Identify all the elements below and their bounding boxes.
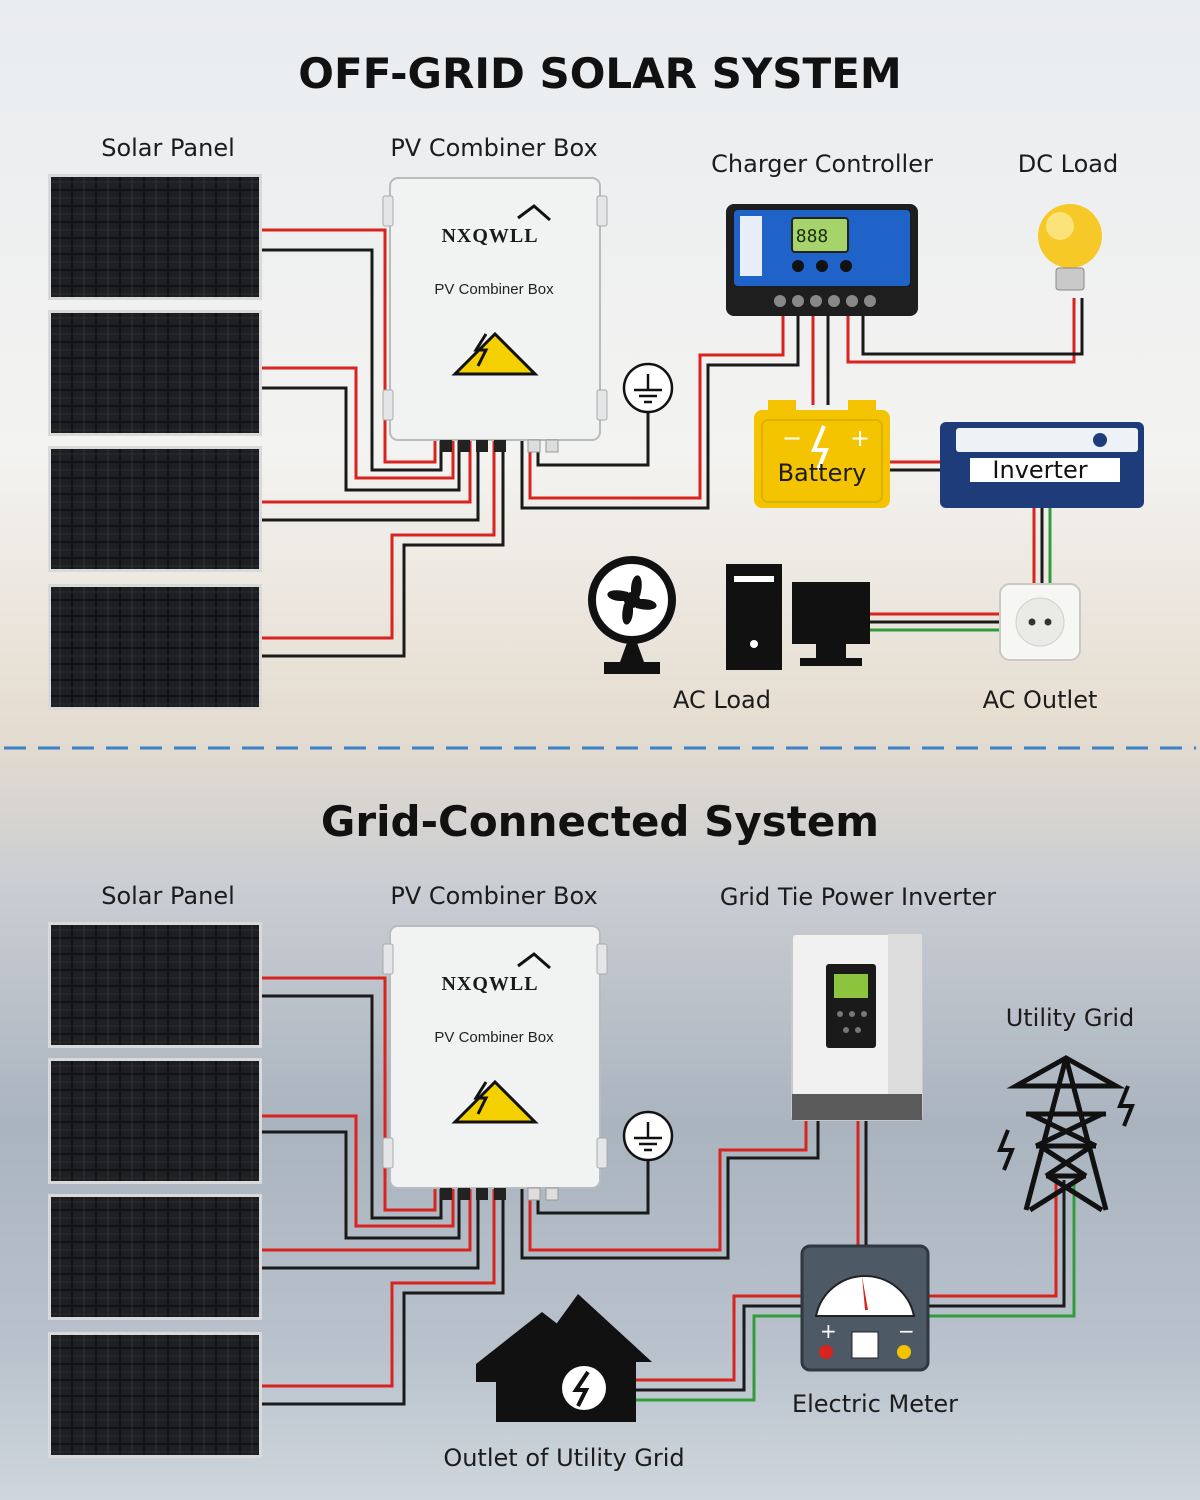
grid-tie-inverter-icon [791, 933, 923, 1121]
combiner-box-icon [381, 176, 609, 454]
controller-display: 888 [796, 226, 829, 247]
offgrid-solar-panels [48, 174, 262, 710]
gridtie-label-utility-grid: Utility Grid [1006, 1004, 1135, 1032]
gridtie-solar-panels [48, 922, 262, 1458]
offgrid-label-ac-outlet: AC Outlet [983, 686, 1098, 714]
computer-icon [726, 564, 870, 670]
svg-text:+: + [850, 424, 870, 452]
gridtie-label-utility-outlet: Outlet of Utility Grid [443, 1444, 684, 1472]
solar-panel-icon [48, 1194, 262, 1320]
house-icon [476, 1294, 652, 1422]
inverter-icon: Inverter [940, 422, 1144, 508]
solar-panel-icon [48, 922, 262, 1048]
battery-label: Battery [778, 459, 867, 487]
offgrid-wires [262, 228, 1084, 658]
offgrid-combiner-box: NXQWLL PV Combiner Box [381, 176, 609, 454]
gridtie-label-combiner-box: PV Combiner Box [390, 882, 597, 910]
ac-outlet-icon [999, 583, 1081, 661]
offgrid-label-dc-load: DC Load [1018, 150, 1118, 178]
offgrid-label-solar-panel: Solar Panel [101, 134, 235, 162]
offgrid-label-combiner-box: PV Combiner Box [390, 134, 597, 162]
combiner-brand: NXQWLL [441, 973, 538, 995]
combiner-box-text: PV Combiner Box [434, 1029, 554, 1046]
gridtie-label-solar-panel: Solar Panel [101, 882, 235, 910]
battery-icon: − + Battery [754, 400, 890, 508]
combiner-box-text: PV Combiner Box [434, 281, 554, 298]
ground-symbol-icon [622, 1110, 674, 1162]
solar-panel-icon [48, 446, 262, 572]
fan-icon [588, 556, 676, 674]
solar-panel-icon [48, 310, 262, 436]
offgrid-label-ac-load: AC Load [673, 686, 771, 714]
transmission-tower-icon [997, 1055, 1135, 1213]
combiner-box-icon [381, 924, 609, 1202]
solar-panel-icon [48, 174, 262, 300]
solar-panel-icon [48, 584, 262, 710]
charge-controller-icon: 888 [726, 204, 918, 316]
gridtie-title: Grid-Connected System [321, 797, 879, 846]
gridtie-wires [262, 976, 1076, 1406]
svg-text:+: + [820, 1319, 837, 1343]
svg-text:−: − [898, 1319, 915, 1343]
light-bulb-icon [1038, 204, 1102, 291]
offgrid-title: OFF-GRID SOLAR SYSTEM [298, 49, 901, 98]
combiner-brand: NXQWLL [441, 225, 538, 247]
solar-panel-icon [48, 1332, 262, 1458]
gridtie-label-grid-tie-inverter: Grid Tie Power Inverter [720, 883, 996, 911]
ground-symbol-icon [622, 362, 674, 414]
svg-text:−: − [782, 424, 802, 452]
solar-panel-icon [48, 1058, 262, 1184]
electric-meter-icon: + − [800, 1244, 930, 1372]
gridtie-label-electric-meter: Electric Meter [792, 1390, 958, 1418]
offgrid-label-charger-controller: Charger Controller [711, 150, 933, 178]
gridtie-combiner-box: NXQWLL PV Combiner Box [381, 924, 609, 1202]
inverter-label: Inverter [992, 456, 1087, 484]
